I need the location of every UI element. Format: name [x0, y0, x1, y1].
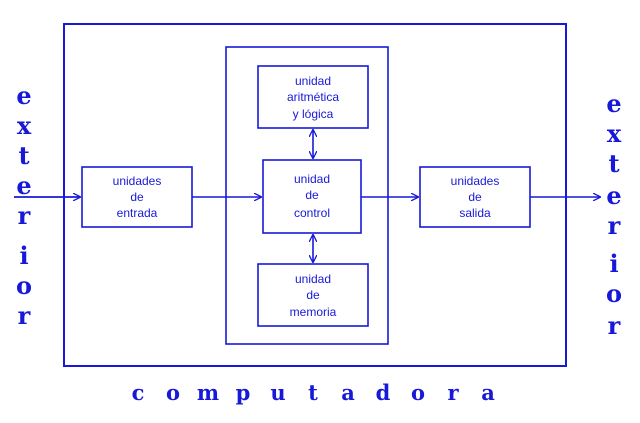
computadora-letter: c [132, 380, 145, 405]
exterior-right-letter: r [608, 311, 621, 340]
aritmetica-line-3: y lógica [293, 107, 334, 121]
entrada-line-1: unidades [113, 174, 162, 188]
control-line-2: de [305, 188, 319, 202]
computadora-letter: a [341, 380, 355, 405]
memoria-line-3: memoria [290, 305, 337, 319]
entrada-line-2: de [130, 190, 144, 204]
computadora-letter: r [447, 380, 459, 405]
exterior-left-letter: t [18, 141, 29, 170]
aritmetica-line-2: aritmética [287, 90, 339, 104]
exterior-left-letter: r [18, 301, 31, 330]
salida-line-2: de [468, 190, 482, 204]
exterior-right-letter: x [607, 119, 622, 148]
exterior-left-letter: e [16, 171, 31, 200]
memoria-line-1: unidad [295, 272, 331, 286]
computadora-letter: p [236, 380, 251, 405]
exterior-right-letter: e [606, 181, 621, 210]
memoria-line-2: de [306, 288, 320, 302]
control-line-3: control [294, 206, 330, 220]
computadora-letter: m [197, 380, 219, 405]
exterior-right-letter: i [609, 249, 618, 278]
entrada-line-3: entrada [117, 206, 158, 220]
exterior-left-letter: r [18, 201, 31, 230]
computadora-letter: u [270, 380, 285, 405]
computer-frame [63, 23, 567, 367]
cpu-frame [225, 46, 389, 345]
exterior-right-letter: r [608, 211, 621, 240]
salida-line-1: unidades [451, 174, 500, 188]
exterior-right-letter: o [606, 279, 622, 308]
salida-line-3: salida [459, 206, 491, 220]
exterior-left-letter: x [17, 111, 32, 140]
box-aritmetica [257, 65, 369, 129]
box-memoria [257, 263, 369, 327]
control-line-1: unidad [294, 172, 330, 186]
exterior-left-letter: o [16, 271, 32, 300]
computadora-letter: d [376, 380, 391, 405]
exterior-left-letter: e [16, 81, 31, 110]
exterior-right-letter: e [606, 89, 621, 118]
aritmetica-line-1: unidad [295, 74, 331, 88]
computadora-letter: o [411, 380, 425, 405]
exterior-right-letter: t [608, 149, 619, 178]
exterior-left-letter: i [19, 241, 28, 270]
computadora-letter: a [481, 380, 495, 405]
computadora-letter: o [166, 380, 180, 405]
computadora-letter: t [308, 380, 318, 405]
